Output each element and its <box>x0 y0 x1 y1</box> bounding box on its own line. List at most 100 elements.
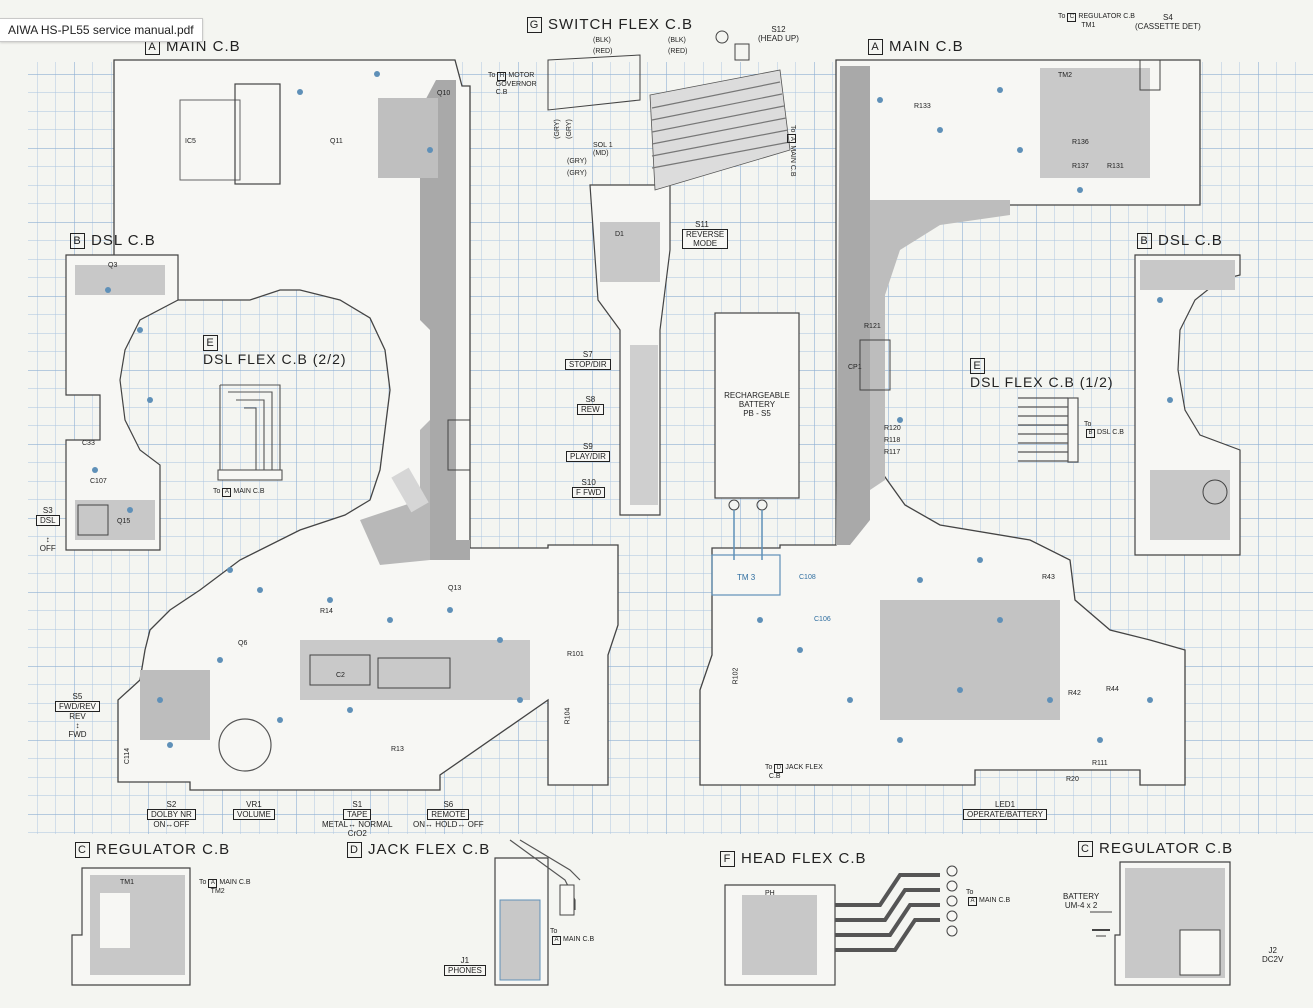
part-c2: C2 <box>336 672 345 679</box>
dsl-cb-right-board <box>1134 254 1241 556</box>
part-tm3: TM 3 <box>737 573 756 582</box>
part-c106: C106 <box>814 616 831 623</box>
part-tm1: TM1 <box>120 879 134 886</box>
switch-s12-label: S12(HEAD UP) <box>758 25 799 43</box>
dsl-flex-12-drawing <box>1018 397 1079 463</box>
main-cb-right-board <box>699 59 1201 786</box>
part-r42: R42 <box>1068 690 1081 697</box>
rechargeable-battery-outline <box>714 312 800 499</box>
part-r137: R137 <box>1072 163 1089 170</box>
wire-red-1: (RED) <box>593 48 613 55</box>
dsl-flex-22-drawing <box>217 384 283 481</box>
dsl-cb-left-board <box>65 254 179 551</box>
part-c33: C33 <box>82 440 95 447</box>
wire-gry-3: (GRY) <box>567 158 587 165</box>
wire-blk-2: (BLK) <box>668 37 686 44</box>
part-r101: R101 <box>567 651 584 658</box>
part-r136: R136 <box>1072 139 1089 146</box>
part-d1: D1 <box>615 231 624 238</box>
part-tm2: TM2 <box>1058 72 1072 79</box>
part-q6: Q6 <box>238 640 248 647</box>
part-ic5: IC5 <box>185 138 196 145</box>
part-ph: PH <box>765 890 775 897</box>
main-cb-left-board <box>113 59 619 791</box>
head-flex-board <box>724 865 958 986</box>
component-pads <box>92 71 1173 748</box>
wire-gry-1: (GRY) <box>553 119 561 139</box>
switch-s4-label: S4(CASSETTE DET) <box>1135 13 1201 31</box>
part-q10: Q10 <box>437 90 451 97</box>
part-c108: C108 <box>799 574 816 581</box>
part-r14: R14 <box>320 608 333 615</box>
part-r117: R117 <box>884 449 901 456</box>
part-r43: R43 <box>1042 574 1055 581</box>
part-r111: R111 <box>1092 760 1108 767</box>
part-r120: R120 <box>884 425 901 432</box>
part-r118: R118 <box>884 437 901 444</box>
part-r133: R133 <box>914 103 931 110</box>
wire-blk-1: (BLK) <box>593 37 611 44</box>
part-c114: C114 <box>124 747 132 765</box>
part-q11: Q11 <box>330 138 343 145</box>
part-q3: Q3 <box>108 262 118 269</box>
connector-to-main-from-switch: ToAMAIN C.B <box>787 125 796 177</box>
wire-gry-4: (GRY) <box>567 170 587 177</box>
part-r104: R104 <box>564 707 572 725</box>
part-q15: Q15 <box>117 518 131 525</box>
part-q13: Q13 <box>448 585 462 592</box>
part-r20: R20 <box>1066 776 1079 783</box>
regulator-cb-right-board <box>1090 861 1231 986</box>
part-r131: R131 <box>1107 163 1124 170</box>
regulator-cb-left-board <box>71 867 191 986</box>
part-r13: R13 <box>391 746 404 753</box>
part-cp1: CP1 <box>848 364 862 371</box>
part-c107: C107 <box>90 478 107 485</box>
window-title: AIWA HS-PL55 service manual.pdf <box>0 18 203 42</box>
part-r121: R121 <box>864 323 881 330</box>
part-r102: R102 <box>732 667 740 685</box>
jack-flex-board <box>494 839 581 986</box>
part-sol1: SOL 1(MD) <box>593 142 613 157</box>
wire-gry-2: (GRY) <box>565 119 573 139</box>
part-r44: R44 <box>1106 686 1119 693</box>
wire-red-2: (RED) <box>668 48 688 55</box>
switch-flex-board <box>547 30 791 516</box>
